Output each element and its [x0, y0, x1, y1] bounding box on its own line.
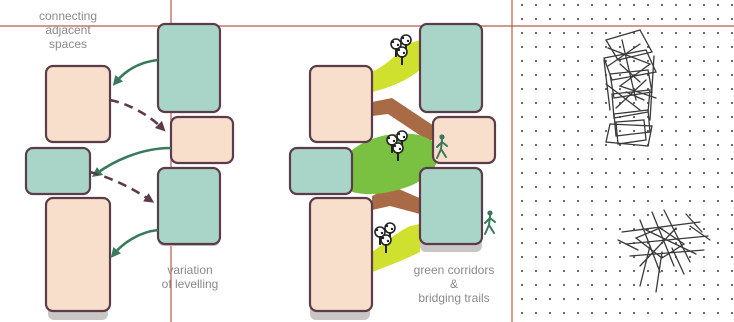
peach-block-top — [44, 64, 112, 144]
peach-block-bottom — [308, 196, 374, 313]
green-arrow-top — [112, 58, 159, 86]
dashed-arrow-lower — [89, 170, 155, 203]
label-line: variation — [167, 263, 213, 277]
sketch-tower — [603, 29, 657, 147]
teal-block-left — [24, 146, 92, 196]
panel-green-corridors — [288, 22, 497, 320]
bridge-trail-lower — [372, 186, 424, 214]
lime-corridor-top — [372, 40, 420, 92]
label-line: connecting — [38, 9, 98, 23]
teal-block-bottom — [418, 166, 484, 246]
label-line: green corridors — [413, 263, 495, 277]
green-arrow-middle — [91, 146, 172, 177]
label-connecting-spaces: connecting adjacent spaces — [12, 9, 124, 51]
label-variation-of-levelling: variation of levelling — [148, 263, 232, 291]
peach-block-middle — [169, 115, 235, 165]
dashed-arrow-upper — [109, 98, 166, 132]
bridge-trail-upper — [372, 98, 440, 142]
lime-corridor-bottom — [372, 224, 420, 272]
green-arrow-bottom — [110, 228, 159, 258]
sketch-crossing — [617, 209, 711, 293]
walking-person-icon — [484, 209, 496, 235]
label-line: bridging trails — [418, 291, 490, 305]
label-line: of levelling — [161, 277, 219, 291]
green-corridor-blob — [352, 133, 439, 195]
teal-block-top — [418, 22, 484, 114]
label-line: spaces — [48, 37, 88, 51]
peach-block-middle — [431, 115, 497, 165]
label-line: adjacent — [45, 23, 91, 37]
label-green-corridors: green corridors & bridging trails — [396, 263, 512, 305]
teal-block-left — [288, 146, 354, 196]
dotted-texture-panel — [512, 0, 734, 322]
teal-block-bottom — [156, 166, 222, 246]
peach-block-bottom — [44, 196, 112, 313]
teal-block-top — [156, 22, 222, 114]
label-line: & — [449, 277, 458, 291]
panel-connecting-spaces — [24, 22, 235, 320]
peach-block-top — [308, 64, 374, 144]
